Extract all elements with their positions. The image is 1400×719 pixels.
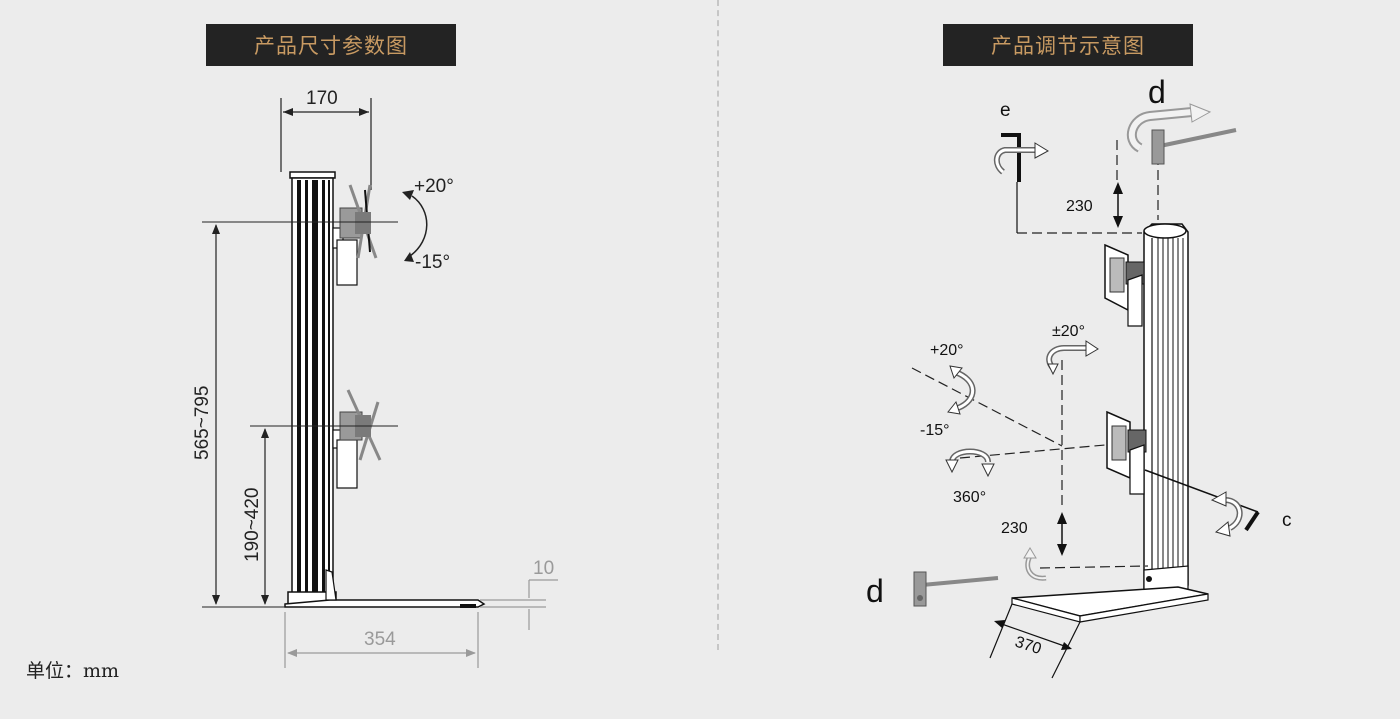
rotate-label: 360° (953, 489, 986, 506)
panel-divider (717, 0, 719, 650)
upper-mount-3d (1104, 243, 1145, 327)
width-top-label: 170 (306, 88, 338, 109)
height-upper-label: 565~795 (192, 386, 213, 461)
d-top-label: d (1148, 74, 1166, 110)
rotate-arrow (945, 448, 995, 478)
base-depth-dimension (284, 612, 479, 668)
base-thickness-dimension (480, 579, 558, 630)
tilt-arrow-3d (947, 365, 976, 415)
d-bottom-label: d (866, 573, 884, 609)
upper-travel-arrow (1113, 182, 1123, 228)
c-label: c (1282, 510, 1292, 531)
base-depth-label: 354 (364, 629, 396, 650)
e-hex-key (993, 133, 1050, 233)
swivel-label: ±20° (1052, 323, 1085, 340)
d-bottom-wrench (913, 571, 999, 607)
lower-travel-label: 230 (1001, 520, 1028, 537)
base-width-dimension (989, 603, 1081, 679)
e-label: e (1000, 100, 1011, 121)
c-hex-key (1210, 491, 1260, 537)
column (287, 171, 337, 605)
lower-travel-arrow (1057, 512, 1067, 556)
tilt-down-label-3d: -15° (920, 422, 950, 439)
left-panel-title: 产品尺寸参数图 (206, 24, 456, 66)
lower-height-dimension (261, 428, 269, 605)
tilt-up-label: +20° (414, 176, 454, 197)
column-3d (1143, 223, 1189, 593)
d-top-wrench (1126, 103, 1237, 165)
height-lower-label: 190~420 (242, 488, 263, 563)
base-knob-arrow (1023, 547, 1047, 581)
lower-mount-3d (1106, 410, 1147, 495)
dimension-drawing: 170 (192, 88, 558, 668)
tilt-up-label-3d: +20° (930, 342, 964, 359)
base-3d (1011, 586, 1209, 623)
upper-height-dimension (212, 224, 220, 605)
upper-travel-label: 230 (1066, 198, 1093, 215)
tilt-down-label: -15° (415, 252, 450, 273)
right-panel-title: 产品调节示意图 (943, 24, 1193, 66)
swivel-arrow (1046, 340, 1099, 376)
base-plate (284, 569, 486, 608)
tilt-arc-arrow (402, 190, 428, 262)
unit-note: 单位：mm (26, 660, 120, 682)
width-dimension (280, 98, 372, 190)
base-thickness-label: 10 (533, 558, 554, 579)
